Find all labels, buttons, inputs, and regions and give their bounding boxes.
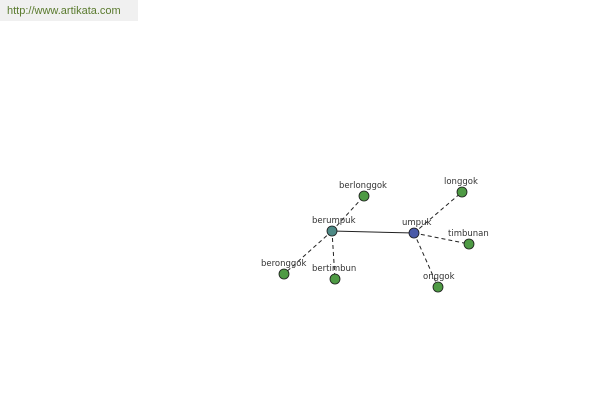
- node-label-onggok[interactable]: onggok: [423, 272, 455, 282]
- node-timbunan[interactable]: [463, 238, 475, 250]
- node-berumpuk[interactable]: [326, 225, 338, 237]
- edges-layer: [283, 191, 470, 288]
- site-url-link[interactable]: http://www.artikata.com: [0, 0, 138, 21]
- node-label-longgok[interactable]: longgok: [444, 177, 478, 187]
- edge-berumpuk-berlonggok: [331, 195, 365, 232]
- edge-berumpuk-bertimbun: [331, 230, 336, 280]
- nodes-layer: umpuk berumpuk berlonggok beronggok bertimbu…: [261, 177, 489, 293]
- edge-berumpuk-umpuk: [331, 230, 415, 234]
- edge-berumpuk-beronggok: [283, 230, 333, 275]
- node-label-berumpuk[interactable]: berumpuk: [312, 216, 356, 226]
- node-longgok[interactable]: [456, 186, 468, 198]
- node-umpuk[interactable]: [408, 227, 420, 239]
- edge-umpuk-timbunan: [413, 232, 470, 245]
- node-beronggok[interactable]: [278, 268, 290, 280]
- node-label-berlonggok[interactable]: berlonggok: [339, 181, 387, 191]
- node-berlonggok[interactable]: [358, 190, 370, 202]
- node-label-bertimbun[interactable]: bertimbun: [312, 264, 356, 274]
- edge-umpuk-onggok: [413, 232, 439, 288]
- node-label-beronggok[interactable]: beronggok: [261, 259, 307, 269]
- node-onggok[interactable]: [432, 281, 444, 293]
- node-label-umpuk[interactable]: umpuk: [402, 218, 431, 228]
- edge-umpuk-longgok: [413, 191, 463, 234]
- node-label-timbunan[interactable]: timbunan: [448, 229, 489, 239]
- node-bertimbun[interactable]: [329, 273, 341, 285]
